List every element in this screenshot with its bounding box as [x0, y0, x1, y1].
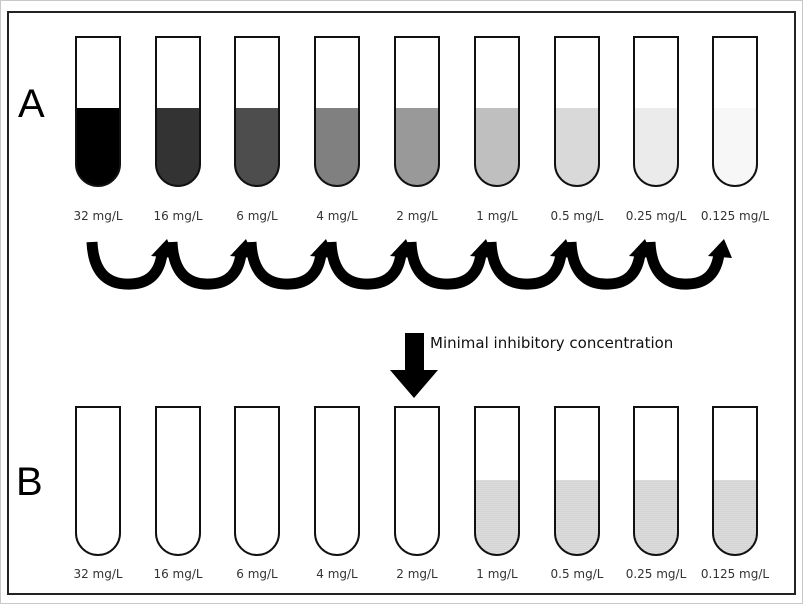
- test-tube: [234, 406, 280, 556]
- concentration-label: 16 mg/L: [153, 209, 203, 223]
- concentration-label: 16 mg/L: [153, 567, 203, 581]
- transfer-arrow: [405, 241, 487, 290]
- tube-turbid-fill: [713, 480, 757, 555]
- transfer-arrow: [166, 241, 247, 290]
- transfer-arrow: [485, 241, 567, 290]
- concentration-label: 0.125 mg/L: [700, 567, 770, 581]
- concentration-label: 6 mg/L: [236, 209, 278, 223]
- tube-turbid-fill: [634, 480, 678, 555]
- transfer-arrow: [644, 241, 725, 290]
- test-tube: [75, 36, 121, 187]
- test-tube: [554, 36, 600, 187]
- mic-label: Minimal inhibitory concentration: [430, 334, 674, 352]
- test-tube: [314, 406, 360, 556]
- mic-arrow: [390, 333, 438, 398]
- test-tube: [554, 406, 600, 556]
- tube-fill: [634, 108, 678, 186]
- concentration-label: 4 mg/L: [316, 567, 358, 581]
- transfer-arrowhead: [708, 239, 732, 258]
- test-tube: [633, 406, 679, 556]
- concentration-label: 4 mg/L: [316, 209, 358, 223]
- test-tube: [712, 406, 758, 556]
- tube-fill: [156, 108, 200, 186]
- tube-fill: [555, 108, 599, 186]
- concentration-label: 1 mg/L: [476, 567, 518, 581]
- tube-fill: [235, 108, 279, 186]
- tube-turbid-fill: [475, 480, 519, 555]
- test-tube: [155, 36, 201, 187]
- panel-a-label: A: [18, 82, 45, 126]
- test-tube: [712, 36, 758, 187]
- test-tube: [474, 36, 520, 187]
- tube-fill: [713, 108, 757, 186]
- concentration-label: 0.125 mg/L: [700, 209, 770, 223]
- test-tube: [474, 406, 520, 556]
- panel-b-label: B: [16, 460, 43, 504]
- transfer-arrow: [86, 241, 168, 290]
- test-tube: [314, 36, 360, 187]
- tube-fill: [475, 108, 519, 186]
- concentration-label: 0.5 mg/L: [550, 567, 604, 581]
- tube-fill: [76, 108, 120, 186]
- transfer-arrow: [245, 241, 327, 290]
- concentration-label: 0.25 mg/L: [625, 567, 687, 581]
- tube-fill: [395, 108, 439, 186]
- concentration-label: 0.25 mg/L: [625, 209, 687, 223]
- transfer-arrow: [565, 241, 646, 290]
- concentration-label: 32 mg/L: [73, 209, 123, 223]
- concentration-label: 6 mg/L: [236, 567, 278, 581]
- transfer-arrow: [325, 241, 407, 290]
- concentration-label: 1 mg/L: [476, 209, 518, 223]
- concentration-label: 2 mg/L: [396, 209, 438, 223]
- concentration-label: 32 mg/L: [73, 567, 123, 581]
- tube-turbid-fill: [555, 480, 599, 555]
- test-tube: [633, 36, 679, 187]
- concentration-label: 0.5 mg/L: [550, 209, 604, 223]
- figure-frame: [7, 11, 796, 595]
- tube-fill: [315, 108, 359, 186]
- test-tube: [394, 406, 440, 556]
- test-tube: [75, 406, 121, 556]
- test-tube: [234, 36, 280, 187]
- concentration-label: 2 mg/L: [396, 567, 438, 581]
- test-tube: [394, 36, 440, 187]
- test-tube: [155, 406, 201, 556]
